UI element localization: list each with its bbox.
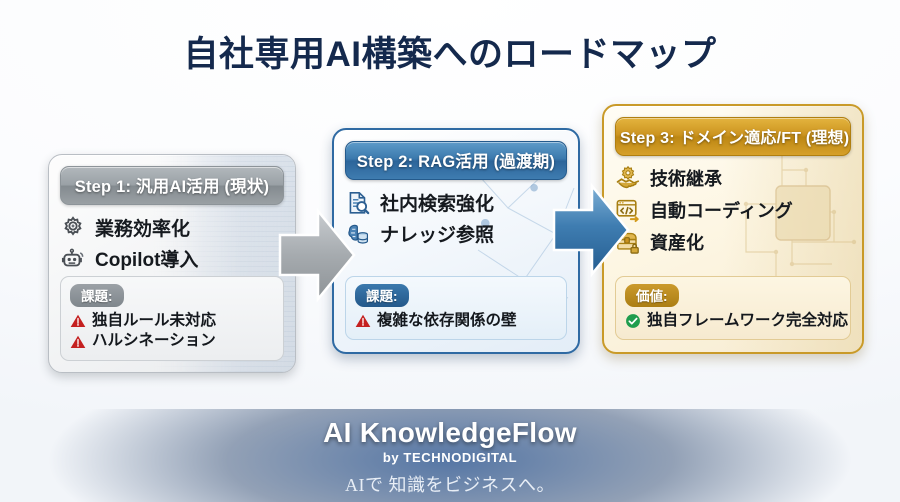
step-3-feature-list: 技術継承 自動コーディング [615, 165, 851, 276]
feature-label: 資産化 [650, 233, 704, 253]
feature-item: 資産化 [615, 229, 851, 255]
issue-label: 複雑な依存関係の壁 [377, 311, 517, 329]
feature-label: 自動コーディング [650, 201, 793, 221]
feature-item: 自動コーディング [615, 197, 851, 223]
check-circle-icon [626, 313, 640, 328]
brand-tagline: AIで 知識をビジネスへ。 [345, 475, 555, 495]
status-badge: 課題: [355, 283, 409, 307]
warning-icon [70, 314, 86, 328]
feature-label: Copilot導入 [95, 250, 199, 271]
status-badge: 課題: [70, 284, 124, 307]
issue-item: 独自ルール未対応 [70, 311, 274, 331]
feature-label: 技術継承 [650, 169, 722, 189]
step-2-feature-list: 社内検索強化 ナレッジ参照 [345, 189, 567, 276]
step-1-header: Step 1: 汎用AI活用 (現状) [60, 166, 284, 205]
gear-icon [60, 215, 86, 241]
feature-item: 技術継承 [615, 165, 851, 191]
step-3-header: Step 3: ドメイン適応/FT (理想) [615, 117, 851, 156]
value-label: 独自フレームワーク完全対応 [647, 311, 849, 329]
step-2-issues-panel: 課題: 複雑な依存関係の壁 [345, 275, 567, 340]
step-1-issues-panel: 課題: 独自ルール未対応 ハルシネーション [60, 276, 284, 361]
step-1-feature-list: 業務効率化 [60, 214, 284, 276]
feature-label: 社内検索強化 [380, 194, 495, 215]
step-3-value-panel: 価値: 独自フレームワーク完全対応 [615, 275, 851, 340]
feature-label: ナレッジ参照 [380, 225, 495, 246]
warning-icon [355, 314, 371, 327]
warning-icon [70, 335, 86, 348]
brand-name: AI KnowledgeFlow [323, 417, 577, 448]
feature-item: 社内検索強化 [345, 189, 567, 216]
issue-label: 独自ルール未対応 [92, 312, 217, 329]
feature-item: Copilot導入 [60, 245, 284, 272]
brand-byline: by TECHNODIGITAL [382, 450, 518, 465]
issue-label: ハルシネーション [92, 332, 216, 350]
value-item: 独自フレームワーク完全対応 [625, 311, 848, 331]
arrow-step2-step3 [552, 180, 630, 285]
feature-item: 業務効率化 [60, 214, 284, 241]
step-1-card[interactable]: Step 1: 汎用AI活用 (現状) 業務効率化 [48, 154, 296, 373]
arrow-step1-step2 [278, 205, 356, 310]
robot-icon [60, 246, 86, 272]
step-2-header: Step 2: RAG活用 (過渡期) [345, 141, 567, 180]
status-badge: 価値: [625, 283, 679, 307]
page-title: 自社専用AI構築へのロードマップ [183, 35, 717, 74]
step-3-card[interactable]: Step 3: ドメイン適応/FT (理想) 技術継承 [602, 104, 864, 354]
issue-item: ハルシネーション [70, 331, 274, 351]
feature-label: 業務効率化 [95, 219, 191, 240]
footer-bar: AI KnowledgeFlow by TECHNODIGITAL AIで 知識… [0, 409, 900, 502]
issue-item: 複雑な依存関係の壁 [355, 311, 557, 331]
feature-item: ナレッジ参照 [345, 220, 567, 247]
step-2-card[interactable]: Step 2: RAG活用 (過渡期) 社内検索強化 [332, 128, 580, 354]
